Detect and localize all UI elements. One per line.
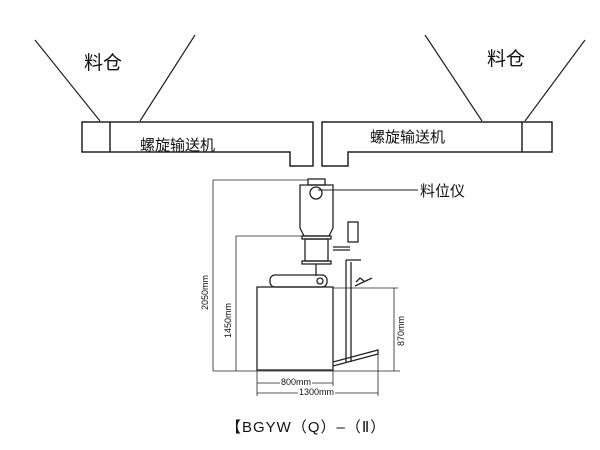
dim-1300: 1300mm [298, 387, 336, 397]
hopper-left-label: 料仓 [84, 52, 123, 74]
hopper-left [34, 34, 196, 122]
screw-conveyor-right [321, 121, 553, 167]
screw-conveyor-left [81, 121, 314, 167]
dim-1450: 1450mm [223, 302, 233, 338]
hopper-right [424, 34, 586, 122]
packing-machine [256, 178, 379, 371]
hopper-right-label: 料仓 [487, 48, 526, 70]
level-sensor-label: 料位仪 [420, 182, 466, 200]
model-label: 【BGYW（Q）–（Ⅱ） [226, 419, 387, 436]
dim-2050: 2050mm [200, 274, 210, 310]
dim-870: 870mm [396, 315, 406, 346]
dim-800: 800mm [280, 377, 313, 387]
level-sensor [309, 186, 323, 200]
dimension-lines [212, 179, 418, 396]
conveyor-left-label: 螺旋输送机 [140, 136, 216, 154]
conveyor-right-label: 螺旋输送机 [370, 128, 446, 146]
